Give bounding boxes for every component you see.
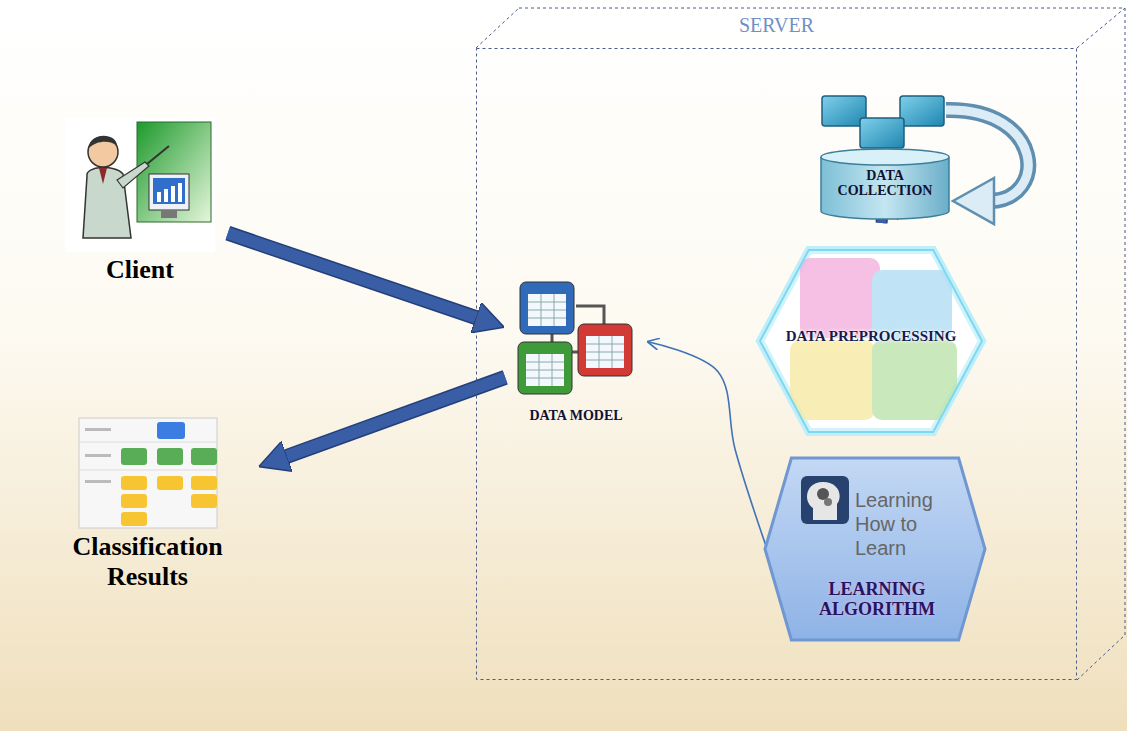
connector-path [228,233,477,318]
connector-outline [228,233,477,318]
node-label: SERVER [476,14,1077,40]
node-label: Client [55,256,225,289]
connector-path [648,342,767,549]
client-actor-shape [65,118,215,252]
model-node-shape [512,276,640,404]
connector-outline [286,377,505,456]
node-label: Learning How to Learn [853,488,975,564]
data-store: DATA COLLECTION [820,148,950,220]
results-node: Classification Results [40,418,255,596]
server-box: SERVERDATA COLLECTIONDATA PREPROCESSINGD… [476,48,1077,680]
data-items-icon [822,96,944,148]
server-back-edges [476,8,1125,680]
node-label: DATA COLLECTION [820,148,950,199]
process-hexagon: DATA PREPROCESSING [760,250,982,432]
results-node-shape [77,418,219,528]
node-label: DATA PREPROCESSING [770,328,972,349]
flow-arrow [228,233,477,318]
client-actor: Client [55,118,225,289]
feedback-arrow [648,342,767,549]
node-label: DATA MODEL [508,408,644,427]
model-node: DATA MODEL [508,276,644,427]
feed-arrow [946,110,1028,224]
node-label: Classification Results [40,532,255,596]
node-title: LEARNING ALGORITHM [800,580,954,624]
algorithm-hexagon: Learning How to LearnLEARNING ALGORITHM [765,458,985,640]
flow-arrow [286,377,505,456]
connector-path [286,377,505,456]
